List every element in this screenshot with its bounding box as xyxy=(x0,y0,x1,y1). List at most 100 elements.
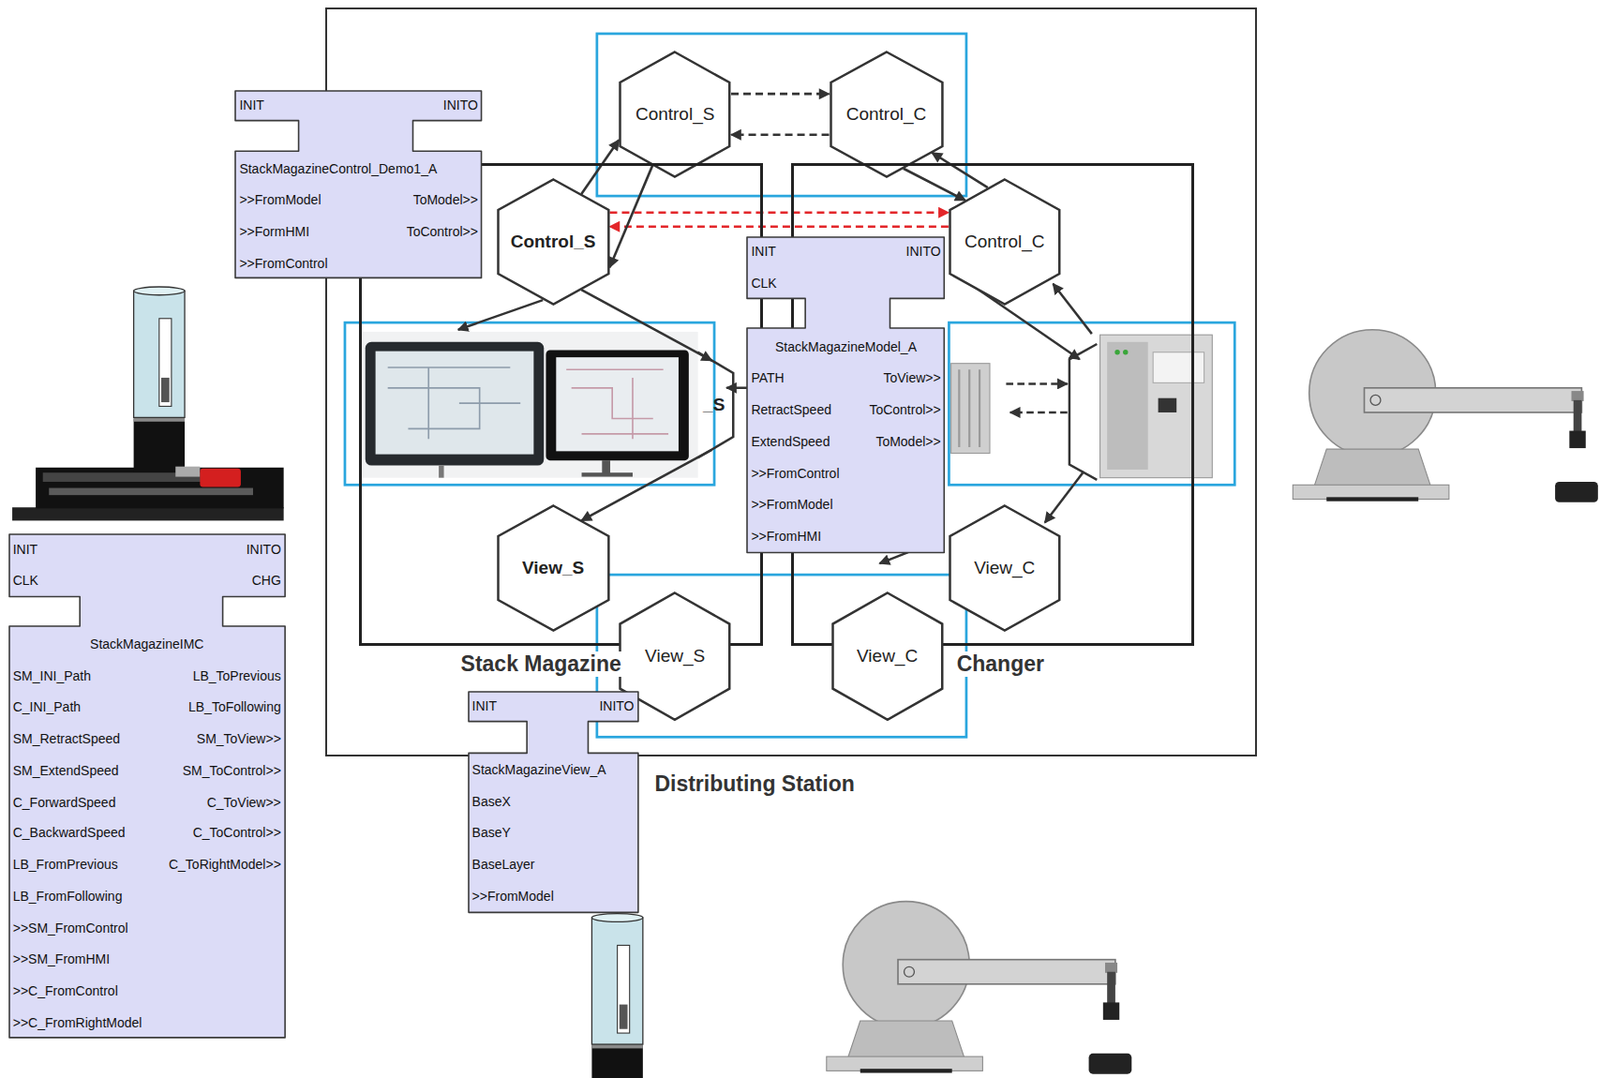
function-block-outline xyxy=(9,534,285,1038)
port-name: StackMagazineView_A xyxy=(472,761,607,778)
text-holder: ExtendSpeed xyxy=(750,433,830,450)
cyan-frame xyxy=(597,574,967,737)
monitor xyxy=(365,342,545,466)
hexagon-label: View_C xyxy=(856,647,918,665)
connector-arrow xyxy=(581,289,712,361)
text-holder: LB_FromPrevious xyxy=(13,855,119,873)
text-holder: >>C_FromRightModel xyxy=(13,1014,143,1032)
text-holder: INIT xyxy=(239,96,264,114)
text-holder: StackMagazineIMC xyxy=(89,635,204,653)
group-heading: Changer xyxy=(954,651,1047,677)
hexagon-shape xyxy=(830,51,943,177)
port-name: >>FromModel xyxy=(239,191,321,209)
port-name: C_BackwardSpeed xyxy=(13,823,126,841)
text-holder: C_INI_Path xyxy=(13,698,81,716)
hexagon-node: Control_C xyxy=(948,178,1062,306)
text-holder: INITO xyxy=(246,540,282,558)
port-name: LB_FromPrevious xyxy=(13,855,119,873)
text-holder: LB_ToFollowing xyxy=(188,698,282,716)
arrow-line xyxy=(879,552,908,564)
text-holder: >>FormHMI xyxy=(239,223,310,240)
plc-ribs xyxy=(958,369,980,448)
connector-arrow xyxy=(609,224,948,228)
text-holder: SM_INI_Path xyxy=(13,667,91,685)
port-name: LB_FromFollowing xyxy=(13,887,123,905)
port-name: BaseX xyxy=(472,792,511,810)
port-name: ExtendSpeed xyxy=(750,433,830,450)
photo-ground xyxy=(358,331,698,479)
text-holder: Control_S xyxy=(635,105,716,124)
hexagon-label: Control_C xyxy=(846,105,928,123)
block-name: StackMagazineModel_A xyxy=(775,338,917,356)
status-led xyxy=(1122,349,1128,355)
screen-schematic xyxy=(388,367,522,439)
hexagon-shape xyxy=(497,506,609,631)
text-holder: >>FromHMI xyxy=(750,527,822,545)
connector-arrow xyxy=(903,168,966,201)
hexagon-shape xyxy=(949,506,1060,631)
port-name: INITO xyxy=(443,96,479,114)
text-holder: LB_ToPrevious xyxy=(193,667,282,685)
port-name: INIT xyxy=(13,540,38,558)
text-holder: SM_ExtendSpeed xyxy=(13,762,120,779)
port-name: SM_RetractSpeed xyxy=(13,730,120,748)
text-holder: >>FromModel xyxy=(472,887,554,905)
text-holder: StackMagazineControl_Demo1_A xyxy=(239,160,437,178)
port-name: INIT xyxy=(750,242,776,260)
port-name: CLK xyxy=(750,274,777,292)
port-name: INITO xyxy=(906,242,942,260)
arrow-line xyxy=(458,299,543,330)
text-holder: CLK xyxy=(750,274,777,292)
text-holder: BaseX xyxy=(472,792,511,810)
port-name: >>FromControl xyxy=(239,254,328,272)
monitor-stand xyxy=(601,460,611,474)
port-name: >>SM_FromControl xyxy=(13,919,129,937)
text-holder: SM_ToControl>> xyxy=(182,762,282,779)
changer-figure xyxy=(826,901,1133,1075)
hexagon-node: View_C xyxy=(948,504,1062,632)
port-name: C_ToRightModel>> xyxy=(168,855,282,873)
hexagon-node: View_S xyxy=(496,504,611,632)
text-holder: INIT xyxy=(472,697,497,715)
plc-controller xyxy=(1100,334,1213,478)
stack-magazine-figure xyxy=(12,286,285,521)
port-name: >>FromHMI xyxy=(750,527,822,545)
port-name: INIT xyxy=(472,697,497,715)
port-name: CHG xyxy=(252,571,282,589)
text-holder: >>FromControl xyxy=(750,464,839,482)
hexagon-label: View_C xyxy=(973,559,1035,577)
plc-module xyxy=(951,363,990,454)
ethernet-port xyxy=(1158,398,1178,413)
screen xyxy=(555,357,679,451)
text-holder: INITO xyxy=(906,242,942,260)
connector-arrow xyxy=(581,449,712,522)
connector-arrow xyxy=(609,164,653,268)
text-holder: INITO xyxy=(443,96,479,114)
arrow-line xyxy=(1010,411,1068,415)
text-holder: Control_S xyxy=(510,233,597,252)
text-holder: SM_ToView>> xyxy=(196,730,282,748)
group-heading: Distributing Station xyxy=(651,771,857,797)
function-block: INITINITOStackMagazineView_ABaseXBaseYBa… xyxy=(467,690,640,913)
connector-arrow xyxy=(931,152,988,188)
port-name: C_ToControl>> xyxy=(193,823,282,841)
port-name: C_ToView>> xyxy=(207,793,282,811)
hexagon-shape xyxy=(832,592,943,719)
text-holder: Control_C xyxy=(846,105,928,124)
hidden-hexagon-edge xyxy=(1069,343,1097,480)
text-holder: INITO xyxy=(598,697,634,715)
plc-picture xyxy=(951,334,1213,478)
text-holder: C_ForwardSpeed xyxy=(13,793,117,811)
function-block: INITINITOCLKCHGStackMagazineIMCSM_INI_Pa… xyxy=(8,533,286,1039)
text-holder: View_C xyxy=(856,647,918,666)
connector-arrow xyxy=(731,133,830,136)
hexagon-label: View_S xyxy=(522,559,584,577)
hexagon-node: _S xyxy=(622,341,735,469)
hexagon-node: Control_C xyxy=(829,50,944,179)
text-holder: Stack Magazine xyxy=(458,651,625,679)
text-holder: Control_C xyxy=(964,233,1046,252)
text-holder: SM_RetractSpeed xyxy=(13,730,120,748)
text-holder: ToControl>> xyxy=(868,401,941,419)
connector-arrow xyxy=(581,139,619,195)
text-holder: _S xyxy=(702,396,725,415)
